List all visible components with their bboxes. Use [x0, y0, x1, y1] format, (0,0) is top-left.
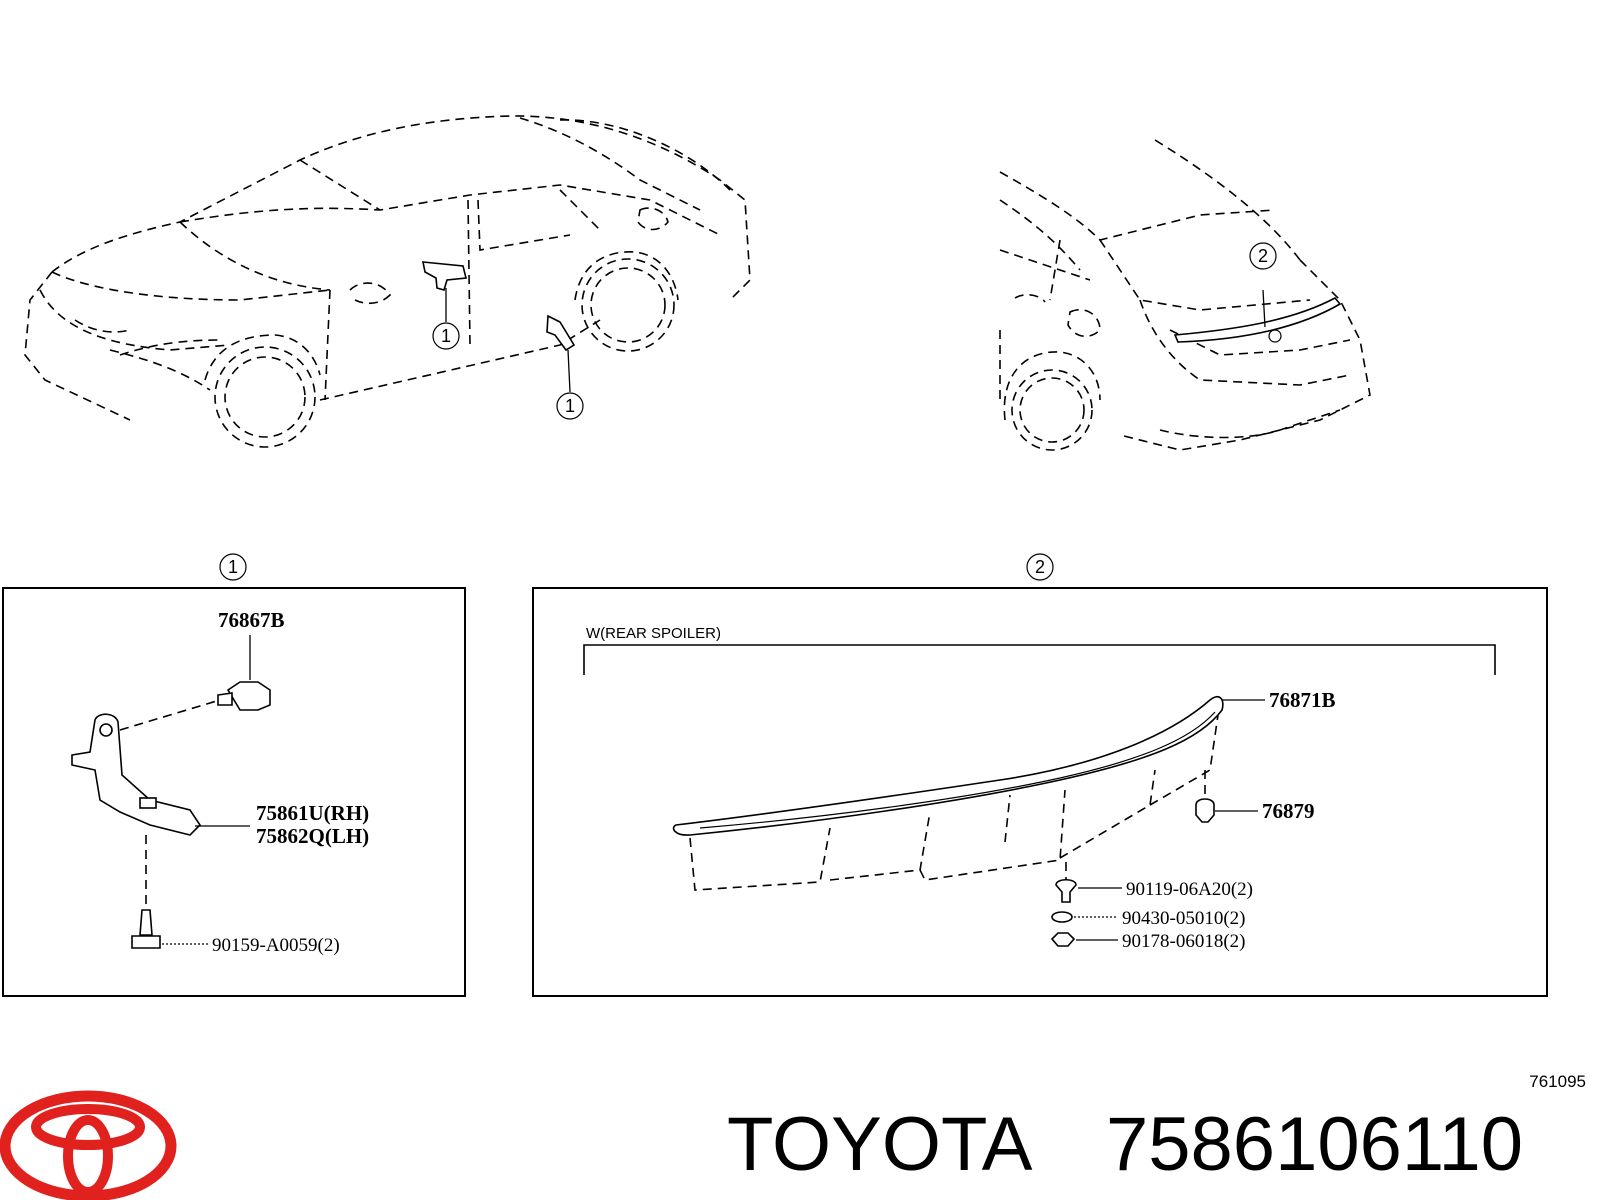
diagram-reference-number: 761095: [1529, 1072, 1586, 1091]
panel-two-frame: [532, 587, 1548, 997]
panel-one-frame: [2, 587, 466, 997]
panel-one-marker: [219, 553, 247, 581]
part-number: 7586106110: [1106, 1102, 1523, 1187]
part-90119-label: 90119-06A20(2): [1126, 879, 1253, 900]
part-90430-label: 90430-05010(2): [1122, 908, 1245, 929]
callout-two-marker: [1249, 242, 1277, 270]
panel-two-label: 2: [1035, 557, 1045, 577]
variant-note: W(REAR SPOILER): [586, 625, 721, 642]
callout-one-marker-2: [556, 392, 584, 420]
part-76871B-label: 76871B: [1269, 688, 1336, 712]
clip-76879: [1195, 798, 1215, 823]
bracket-rear-door: [546, 314, 576, 352]
clip-76867B: [226, 681, 271, 711]
screw-90119: [1055, 878, 1077, 903]
screw-90159: [139, 909, 153, 936]
spoiler-76871B: [672, 695, 1224, 836]
panel-one-label: 1: [228, 557, 238, 577]
part-76879-label: 76879: [1262, 799, 1315, 823]
part-75862Q-label: 75862Q(LH): [256, 824, 369, 848]
bracket-front-door: [422, 261, 467, 291]
variant-bracket-line: [583, 644, 1496, 675]
part-76867B-label: 76867B: [218, 608, 285, 632]
callout-one-label-2: 1: [565, 396, 575, 416]
nut-90178: [1050, 932, 1076, 947]
callout-two-label: 2: [1258, 246, 1268, 266]
toyota-logo-icon: [0, 1090, 177, 1200]
bracket-75861U: [71, 713, 202, 836]
part-90178-label: 90178-06018(2): [1122, 931, 1245, 952]
spoiler-on-trunk: [1173, 296, 1342, 343]
brand-name: TOYOTA: [727, 1102, 1033, 1187]
car-front-view: 1 1: [24, 115, 751, 448]
car-rear-view: 2: [999, 139, 1371, 451]
washer-90430: [1051, 911, 1073, 923]
callout-one-marker: [432, 322, 460, 350]
callout-one-label: 1: [441, 326, 451, 346]
part-90159-label: 90159-A0059(2): [212, 935, 340, 956]
panel-two-marker: [1026, 553, 1054, 581]
panel-one-parts: 76867B 75861U(RH) 75862Q(LH) 90159-A0059…: [71, 608, 369, 956]
panel-two-parts: W(REAR SPOILER) 76871B 76879 90119-06A20…: [583, 625, 1496, 952]
part-75861U-label: 75861U(RH): [256, 801, 369, 825]
